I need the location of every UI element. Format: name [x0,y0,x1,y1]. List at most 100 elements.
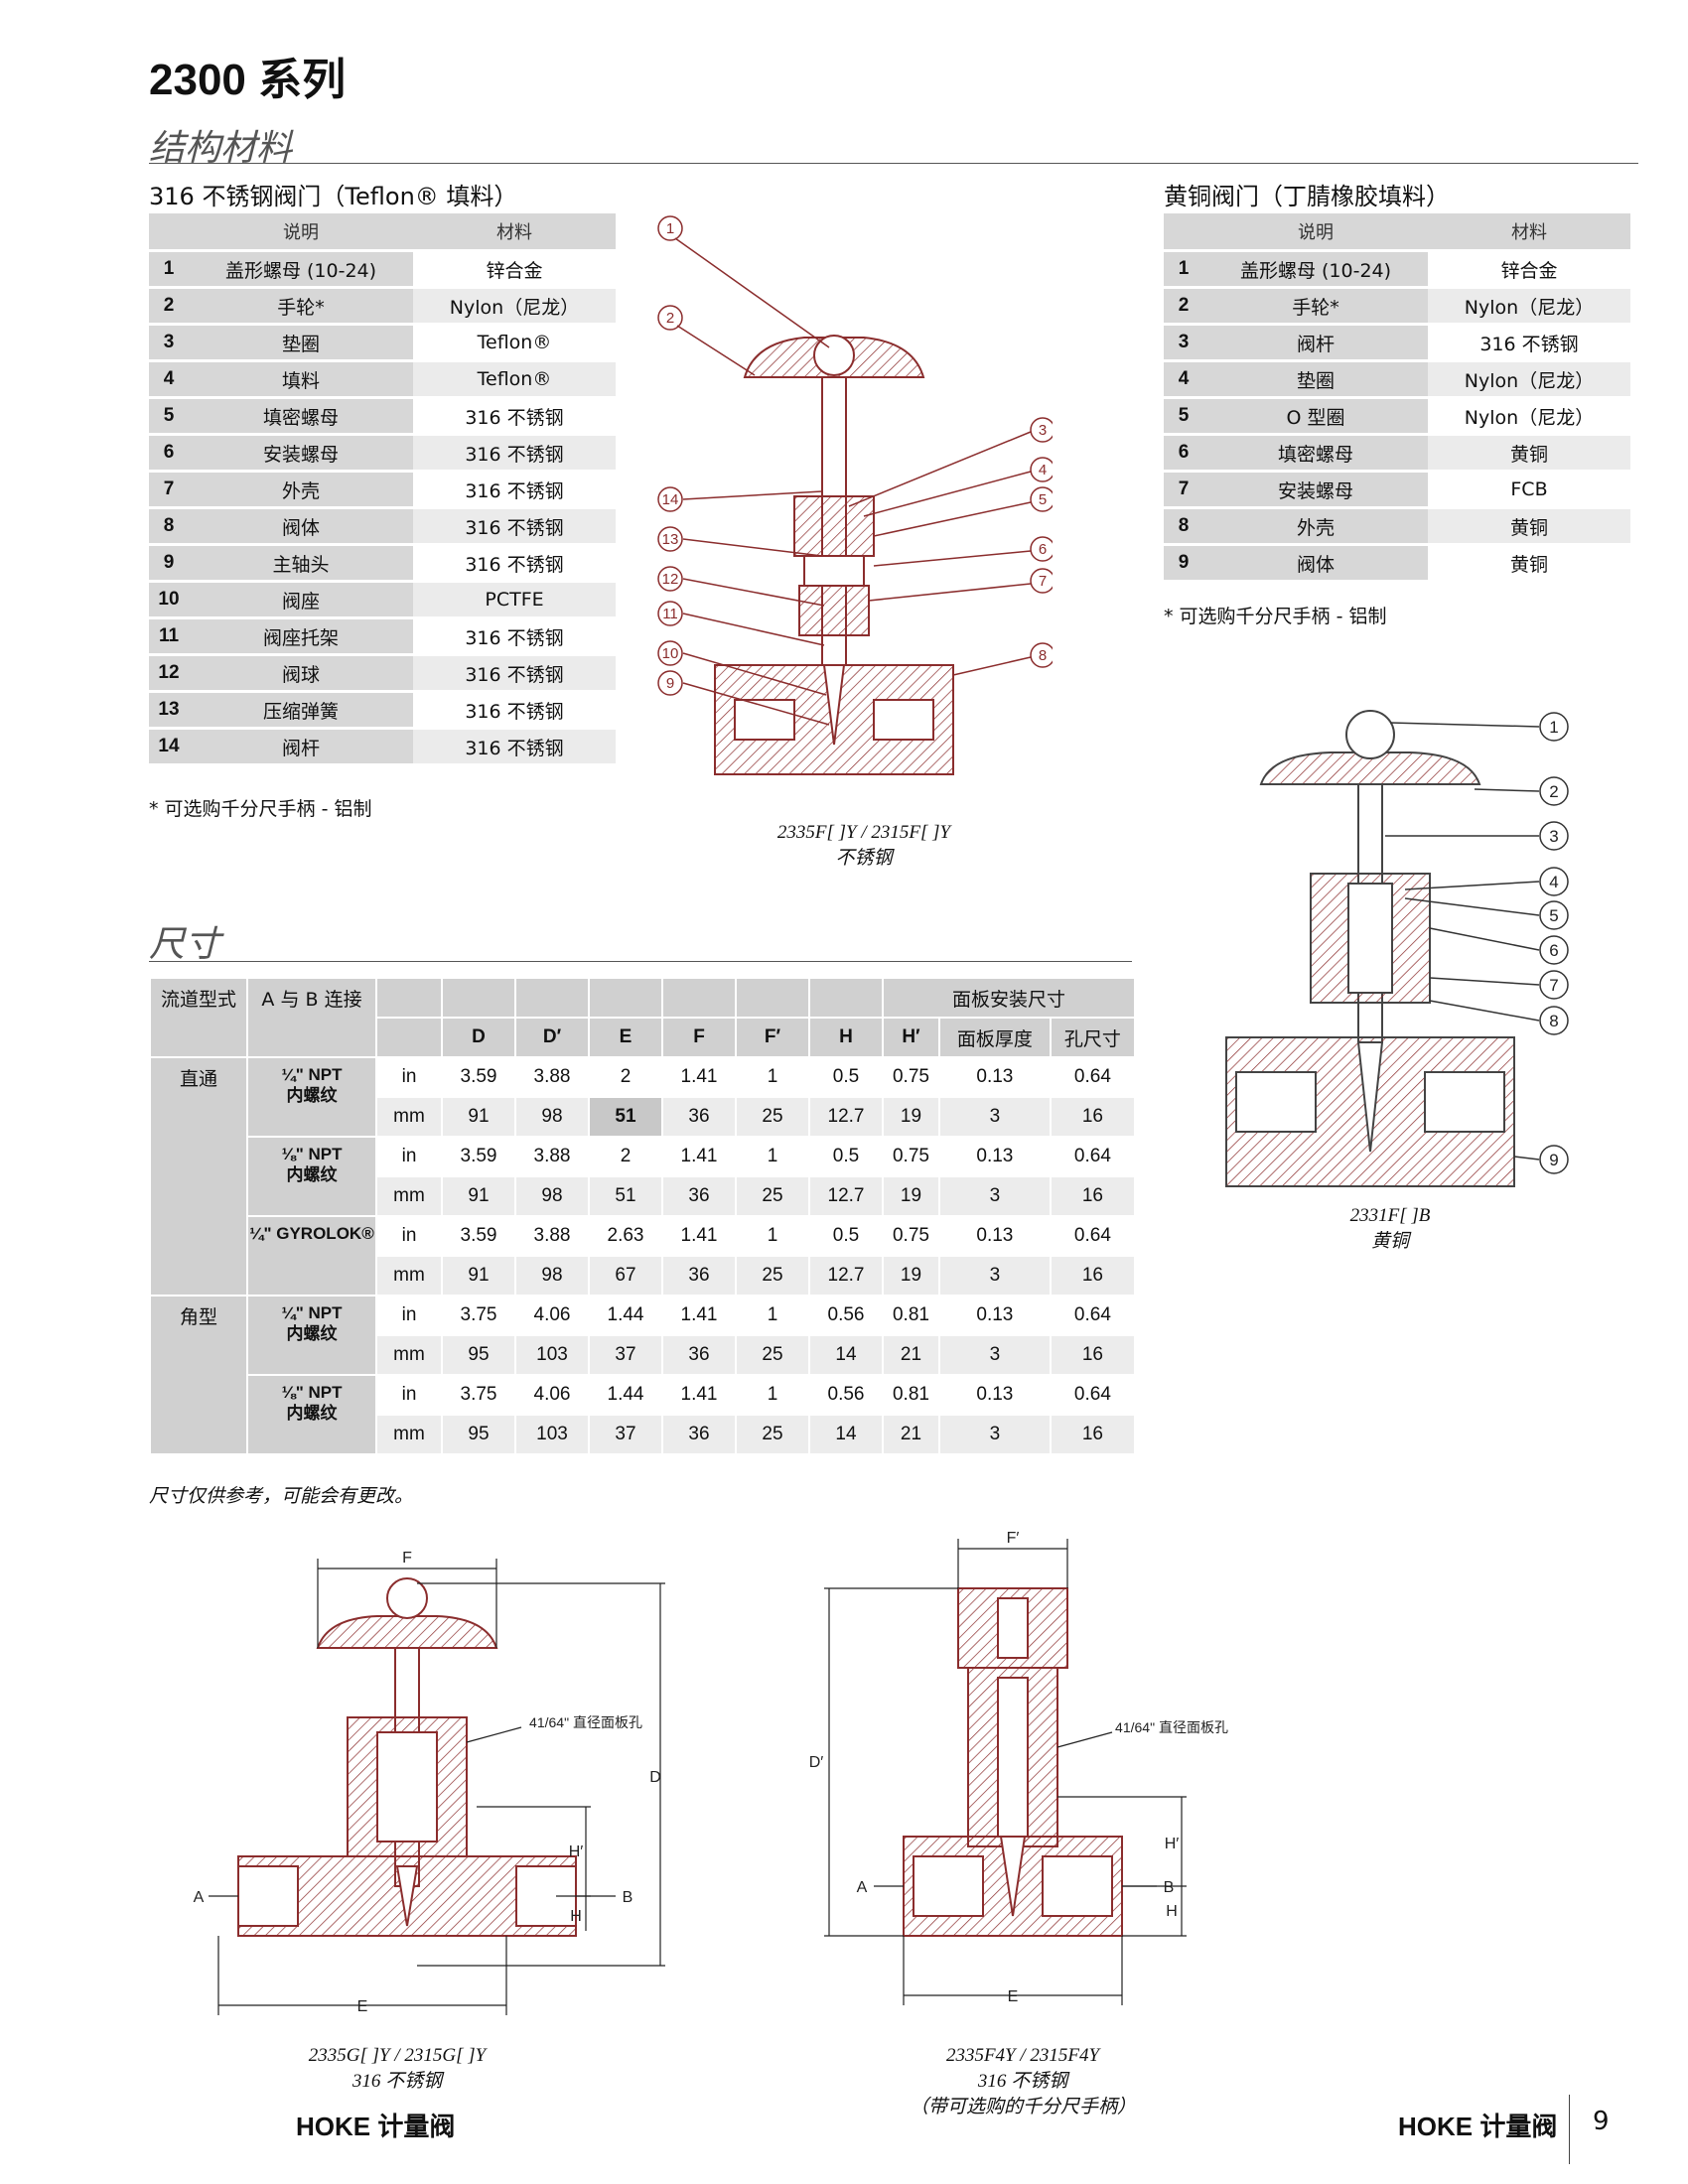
dim-value: 25 [737,1257,808,1295]
row-material: Nylon（尼龙） [1428,289,1630,323]
row-material: Nylon（尼龙） [1428,399,1630,433]
svg-text:8: 8 [1039,647,1047,664]
dim-value: 1.41 [663,1217,735,1255]
dim-value: 16 [1051,1098,1134,1136]
row-material: FCB [1428,473,1630,506]
svg-text:5: 5 [1549,906,1558,925]
dimensions-heading: 尺寸 [149,923,221,964]
materials-rule [149,163,1638,164]
row-material: 316 不锈钢 [1428,326,1630,359]
dim-value: 3 [939,1098,1050,1136]
dim-col-header: 面板厚度 [939,1019,1050,1056]
svg-text:7: 7 [1549,976,1558,995]
row-number: 8 [1164,509,1203,543]
brass-table-title: 黄铜阀门（丁腈橡胶填料） [1164,183,1450,210]
dim-col-header: D′ [516,1019,588,1056]
row-number: 7 [1164,473,1203,506]
dim-col-header: H [810,1019,882,1056]
dim-value: 0.64 [1051,1297,1134,1334]
svg-text:8: 8 [1549,1012,1558,1030]
row-description: 安装螺母 [1203,473,1428,506]
dim-value: 51 [590,1177,661,1215]
flow-type: 直通 [151,1058,246,1295]
row-number: 6 [149,436,189,470]
dim-col-header: H′ [884,1019,938,1056]
connection-size: ⅛" NPT [281,1145,343,1163]
dim-value: 98 [516,1177,588,1215]
dim-value: 91 [443,1257,514,1295]
row-description: 填密螺母 [189,399,413,433]
row-description: 阀杆 [189,730,413,763]
dim-col-header: E [590,1019,661,1056]
brass-col-material: 材料 [1428,213,1630,249]
dim-value: 1 [737,1138,808,1175]
dim-value: 0.13 [939,1138,1050,1175]
row-description: 主轴头 [189,546,413,580]
row-description: O 型圈 [1203,399,1428,433]
dim-value: 36 [663,1177,735,1215]
dim-value: 2 [590,1058,661,1096]
dim-value: 3 [939,1336,1050,1374]
dim-value: 1.44 [590,1376,661,1414]
svg-text:10: 10 [662,645,679,662]
row-material: Teflon® [413,362,616,396]
ss-col-desc: 说明 [189,213,413,249]
footer-brand-left: HOKE 计量阀 [296,2112,456,2141]
dim-value: 25 [737,1336,808,1374]
dim-value: 16 [1051,1257,1134,1295]
row-number: 12 [149,656,189,690]
row-description: 阀体 [1203,546,1428,580]
dim-value: 1 [737,1297,808,1334]
dim-value: 16 [1051,1177,1134,1215]
dim-value: 1.41 [663,1376,735,1414]
connection-thread: 内螺纹 [286,1165,338,1184]
row-material: 锌合金 [1428,252,1630,286]
row-material: PCTFE [413,583,616,616]
dim-value: 3.75 [443,1297,514,1334]
svg-text:12: 12 [662,571,679,588]
dim-value: 0.81 [884,1297,938,1334]
dim-label-d-prime: D′ [809,1754,824,1771]
dim-label-h-b: H [1166,1903,1178,1920]
row-description: 手轮* [189,289,413,323]
dim-value: 12.7 [810,1257,882,1295]
row-material: 316 不锈钢 [413,656,616,690]
dim-value: 0.5 [810,1138,882,1175]
row-number: 3 [149,326,189,359]
dim-value: 0.64 [1051,1138,1134,1175]
dim-value: 0.56 [810,1297,882,1334]
dim-value: 91 [443,1177,514,1215]
dim-value: 0.13 [939,1297,1050,1334]
row-number: 5 [149,399,189,433]
row-material: 316 不锈钢 [413,546,616,580]
svg-text:4: 4 [1039,462,1047,478]
row-description: 阀杆 [1203,326,1428,359]
row-number: 9 [1164,546,1203,580]
row-number: 11 [149,619,189,653]
unit-cell: in [377,1058,441,1096]
dim-value: 37 [590,1416,661,1453]
footer-brand-right: HOKE 计量阀 [1398,2112,1558,2141]
dimB-caption-material: 316 不锈钢 [977,2071,1068,2092]
dim-value: 3 [939,1177,1050,1215]
unit-cell: mm [377,1416,441,1453]
unit-cell: in [377,1138,441,1175]
svg-text:14: 14 [662,491,679,508]
dim-value: 3 [939,1416,1050,1453]
row-description: 阀球 [189,656,413,690]
unit-cell: in [377,1217,441,1255]
svg-text:9: 9 [666,675,674,692]
row-number: 7 [149,473,189,506]
svg-text:9: 9 [1549,1151,1558,1169]
